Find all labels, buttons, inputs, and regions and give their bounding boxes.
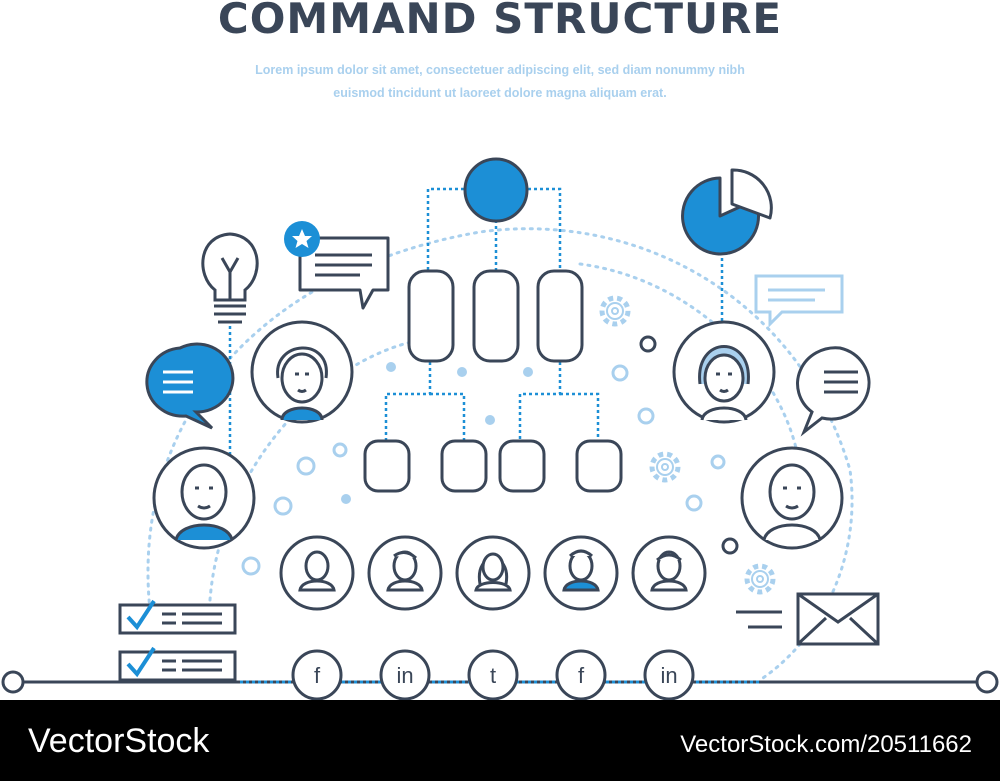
chat-bubble-icon <box>298 236 390 310</box>
chat-bubble-icon <box>754 274 844 328</box>
org-mid-node-2 <box>472 269 520 363</box>
avatar-icon <box>279 535 355 611</box>
dotted-arc-inner-left <box>208 338 422 602</box>
avatar-icon <box>740 446 844 550</box>
social-facebook-icon[interactable]: f <box>291 649 343 700</box>
subtitle-line-1: Lorem ipsum dolor sit amet, consectetuer… <box>255 63 745 77</box>
org-leaf-node-4 <box>575 439 623 493</box>
avatar-icon <box>672 320 776 424</box>
social-linkedin-icon[interactable]: in <box>643 649 695 700</box>
footer-brand: VectorStock <box>28 722 210 760</box>
avatar-icon <box>543 535 619 611</box>
social-linkedin-icon[interactable]: in <box>379 649 431 700</box>
avatar-icon <box>631 535 707 611</box>
gear-icon <box>602 298 628 324</box>
star-badge-icon <box>284 221 320 257</box>
gear-icon <box>747 566 773 592</box>
svg-text:t: t <box>490 663 496 688</box>
command-structure-illustration: f in t f in <box>1 157 999 700</box>
envelope-icon <box>736 592 880 646</box>
svg-text:f: f <box>578 663 585 688</box>
baseline-end-left <box>1 670 25 694</box>
org-leaf-node-2 <box>440 439 488 493</box>
avatar-icon <box>152 446 256 550</box>
svg-text:in: in <box>396 663 413 688</box>
footer-bar <box>0 700 1000 781</box>
baseline-end-right <box>975 670 999 694</box>
avatar-icon <box>367 535 443 611</box>
page-title: COMMAND STRUCTURE <box>217 0 783 43</box>
lightbulb-icon <box>201 232 259 324</box>
avatar-icon <box>455 535 531 611</box>
gear-icon <box>652 454 678 480</box>
footer-image-id: VectorStock.com/20511662 <box>680 731 972 758</box>
org-mid-node-3 <box>536 269 584 363</box>
org-leaf-node-1 <box>363 439 411 493</box>
social-facebook-icon[interactable]: f <box>555 649 607 700</box>
chat-bubble-icon <box>796 346 871 437</box>
dotted-arc-inner-right <box>578 262 802 472</box>
org-leaf-node-3 <box>498 439 546 493</box>
svg-text:f: f <box>314 663 321 688</box>
pie-chart-icon <box>681 168 773 256</box>
checklist-icon <box>118 599 237 682</box>
org-mid-node-1 <box>407 269 455 363</box>
avatar-icon <box>250 320 354 424</box>
subtitle-line-2: euismod tincidunt ut laoreet dolore magn… <box>333 86 667 100</box>
org-top-node <box>463 157 529 223</box>
social-twitter-icon[interactable]: t <box>467 649 519 700</box>
svg-text:in: in <box>660 663 677 688</box>
chat-bubble-icon <box>145 342 235 430</box>
